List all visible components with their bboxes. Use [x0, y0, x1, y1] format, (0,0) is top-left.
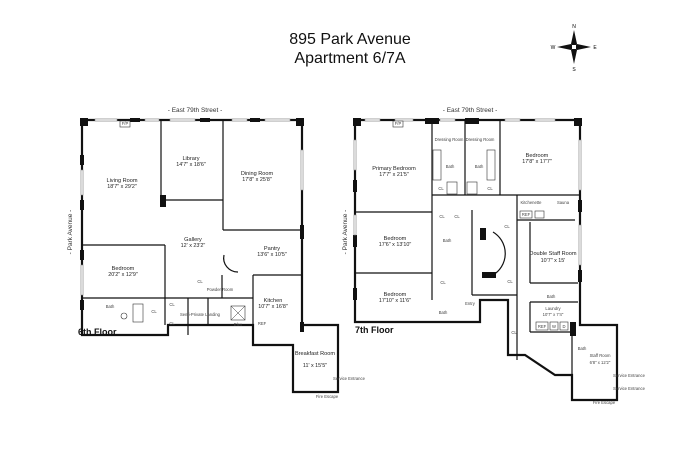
room-gallery-name: Gallery	[184, 237, 202, 243]
compass-s: S	[572, 67, 576, 73]
closet-label: CL	[151, 309, 157, 314]
room-staff-name: Staff Room	[590, 353, 611, 358]
room-staff-dims: 6'8" x 12'2"	[590, 360, 611, 365]
room-dining-name: Dining Room	[241, 171, 274, 177]
closet-label: CL	[197, 279, 203, 284]
washer-label: W	[552, 324, 556, 329]
closet-label: CL	[511, 330, 517, 335]
closet-label: CL	[487, 186, 493, 191]
room-dining-dims: 17'8" x 25'8"	[242, 177, 272, 183]
room-bedroom-ne-dims: 17'8" x 17'7"	[522, 159, 552, 165]
room-breakfast-dims: 11' x 15'5"	[303, 363, 327, 369]
bath-label: Bath	[475, 164, 484, 169]
room-pantry-dims: 13'6" x 10'5"	[257, 252, 287, 258]
room-gallery-dims: 12' x 23'2"	[181, 243, 206, 249]
room-bedroom6-name: Bedroom	[112, 266, 135, 272]
room-bedroom3-name: Bedroom	[384, 292, 407, 298]
bath-label: Bath	[578, 346, 587, 351]
room-bedroom2-name: Bedroom	[384, 236, 407, 242]
dressing-room-label: Dressing Room	[466, 137, 495, 142]
fire-escape-label: Fire Escape	[593, 400, 616, 405]
street-label-east79-6: - East 79th Street -	[168, 107, 223, 114]
closet-label: CL	[454, 214, 460, 219]
room-bedroom2-dims: 17'6" x 13'10"	[379, 242, 412, 248]
room-kitchen-name: Kitchen	[264, 298, 283, 304]
compass-e: E	[593, 45, 597, 51]
room-double-staff-name: Double Staff Room	[529, 251, 576, 257]
compass-n: N	[572, 24, 576, 30]
ref-label: REF	[258, 321, 267, 326]
ref-label: REF	[522, 212, 531, 217]
closet-label: CL	[169, 321, 175, 326]
room-bedroom3-dims: 17'10" x 11'6"	[379, 298, 411, 304]
street-label-park-6: - Park Avenue -	[67, 210, 74, 255]
room-bedroom-ne-name: Bedroom	[526, 153, 549, 159]
floor-7-plan: - East 79th Street - - Park Avenue - Pri…	[342, 107, 646, 405]
title-apartment: Apartment 6/7A	[294, 50, 406, 67]
kitchenette-label: Kitchenette	[521, 200, 543, 205]
closet-label: CL	[440, 280, 446, 285]
sauna-label: Sauna	[557, 200, 570, 205]
fireplace-label: F/P	[395, 121, 402, 126]
entry-label: Entry	[465, 301, 476, 306]
dryer-label: D	[562, 324, 565, 329]
street-label-east79-7: - East 79th Street -	[443, 107, 498, 114]
closet-label: CL	[439, 214, 445, 219]
closet-label: CL	[504, 224, 510, 229]
fire-escape-label: Fire Escape	[316, 394, 339, 399]
room-library-name: Library	[182, 156, 199, 162]
ref-label: REF	[538, 324, 547, 329]
room-double-staff-dims: 10'7" x 15'	[541, 258, 566, 264]
room-pantry-name: Pantry	[264, 246, 280, 252]
service-entrance-label: Service Entrance	[613, 386, 646, 391]
room-breakfast-name: Breakfast Room	[295, 351, 335, 357]
service-entrance-label: Service Entrance	[333, 376, 366, 381]
closet-label: CL	[507, 279, 513, 284]
elevator-label: Elev	[234, 322, 243, 327]
room-laundry-name: Laundry	[545, 306, 561, 311]
powder-room-label: Powder Room	[207, 287, 234, 292]
title-address: 895 Park Avenue	[289, 31, 411, 48]
bath-label: Bath	[439, 310, 448, 315]
room-kitchen-dims: 10'7" x 16'8"	[258, 304, 288, 310]
floor-7-label: 7th Floor	[355, 325, 394, 335]
room-living-dims: 18'7" x 29'2"	[107, 184, 137, 190]
closet-label: CL	[438, 186, 444, 191]
bath-label: Bath	[443, 238, 452, 243]
room-primary-name: Primary Bedroom	[372, 166, 416, 172]
closet-label: CL	[169, 302, 175, 307]
room-library-dims: 14'7" x 18'6"	[176, 162, 206, 168]
landing-label: Semi-Private Landing	[180, 312, 221, 317]
bath-label: Bath	[547, 294, 556, 299]
fireplace-label: F/P	[122, 121, 129, 126]
bath-label: Bath	[446, 164, 455, 169]
bath-label: Bath	[106, 304, 115, 309]
compass-w: W	[551, 45, 556, 51]
floor-6-plan: - East 79th Street - - Park Avenue - Liv…	[67, 107, 366, 399]
dressing-room-label: Dressing Room	[435, 137, 464, 142]
room-bedroom6-dims: 20'2" x 12'9"	[108, 272, 138, 278]
room-primary-dims: 17'7" x 21'5"	[379, 172, 409, 178]
street-label-park-7: - Park Avenue -	[342, 210, 349, 255]
room-living-name: Living Room	[106, 178, 137, 184]
room-laundry-dims: 10'7" x 7'4"	[543, 312, 564, 317]
compass-icon: N S W E	[551, 24, 598, 73]
floor-6-label: 6th Floor	[78, 327, 117, 337]
service-entrance-label: Service Entrance	[613, 373, 646, 378]
